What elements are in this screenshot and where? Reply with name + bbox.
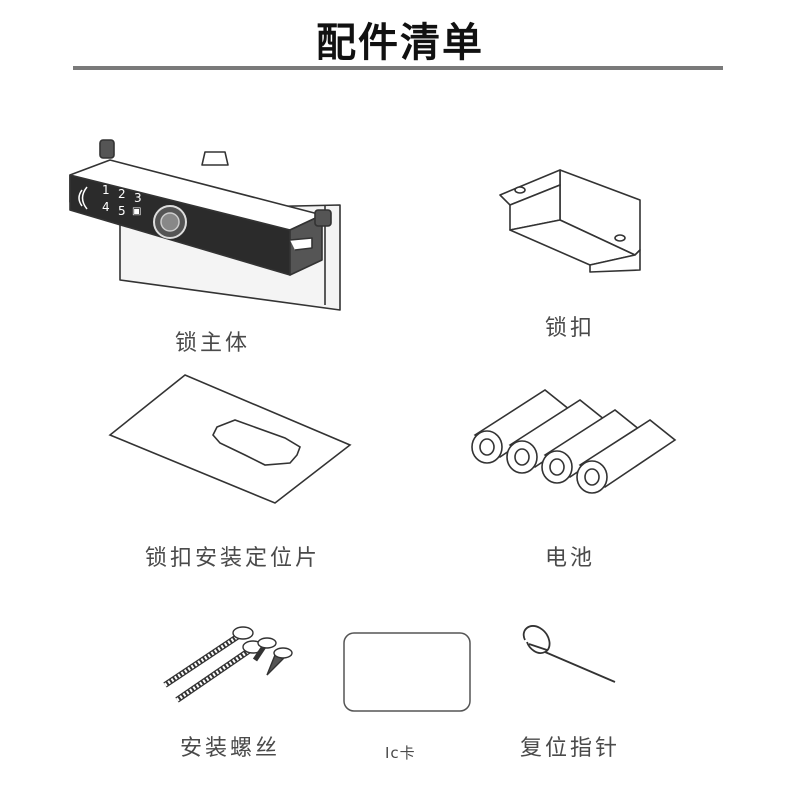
lock-body-item: 1 2 3 4 5 ▣: [60, 130, 360, 330]
positioning-template-icon: [108, 374, 352, 504]
ic-card-icon: [343, 632, 471, 712]
key-3: 3: [134, 191, 142, 205]
label-strike: 锁扣: [545, 316, 596, 341]
strike-bracket-item: [480, 160, 660, 280]
label-reset-pin: 复位指针: [520, 736, 621, 761]
positioning-template-item: [105, 374, 355, 505]
label-lock-body: 锁主体: [175, 331, 251, 356]
lock-body-icon: [69, 139, 341, 311]
key-5: 5: [118, 204, 126, 218]
reset-pin-icon: [522, 625, 616, 683]
screws-icon: [163, 626, 293, 703]
key-4: 4: [102, 200, 110, 214]
label-batteries: 电池: [545, 546, 596, 571]
key-1: 1: [102, 183, 110, 197]
lock-symbol-icon: ▣: [132, 206, 142, 217]
screws-item: [155, 615, 305, 710]
key-2: 2: [118, 187, 126, 201]
page-title: 配件清单: [316, 20, 484, 66]
batteries-icon: [471, 389, 677, 494]
label-ic-card: Ic卡: [385, 744, 416, 762]
ic-card-item: [343, 632, 471, 712]
title-divider: [73, 66, 723, 70]
strike-bracket-icon: [499, 169, 641, 273]
label-positioning-template: 锁扣安装定位片: [145, 546, 321, 571]
label-screws: 安装螺丝: [180, 736, 281, 761]
batteries-item: [460, 385, 680, 515]
reset-pin-item: [515, 620, 625, 690]
